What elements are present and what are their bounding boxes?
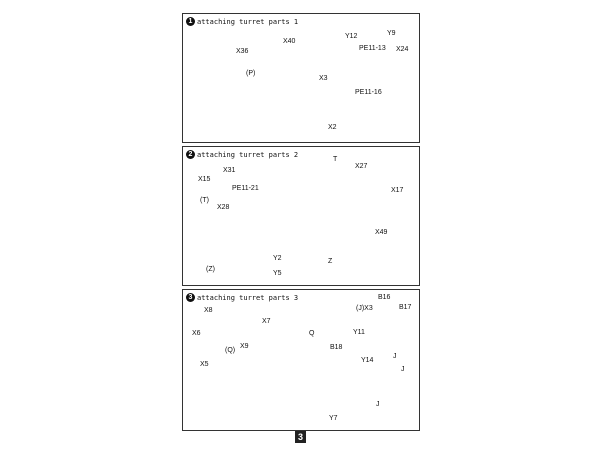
part-label: (Q) bbox=[225, 347, 236, 354]
part-label: X40 bbox=[283, 38, 296, 45]
part-label: J bbox=[393, 353, 397, 360]
part-label: X9 bbox=[240, 343, 249, 350]
step-number: 3 bbox=[186, 293, 195, 302]
part-label: X6 bbox=[192, 330, 201, 337]
part-label: J bbox=[376, 401, 380, 408]
part-label: PE11-13 bbox=[359, 45, 386, 52]
part-label: (Z) bbox=[206, 266, 215, 273]
part-label: (J)X3 bbox=[356, 305, 373, 312]
part-label: X3 bbox=[319, 75, 328, 82]
part-label: (P) bbox=[246, 70, 256, 77]
part-label: Y14 bbox=[361, 357, 374, 364]
part-label: X15 bbox=[198, 176, 211, 183]
part-label: X8 bbox=[204, 307, 213, 314]
part-label: Y11 bbox=[353, 329, 365, 336]
part-label: T bbox=[333, 156, 338, 163]
part-label: X17 bbox=[391, 187, 404, 194]
part-label: PE11-21 bbox=[232, 185, 259, 192]
part-label: B16 bbox=[378, 294, 391, 301]
part-label: X36 bbox=[236, 48, 249, 55]
page-number: 3 bbox=[295, 431, 306, 443]
step-title-text: attaching turret parts 1 bbox=[197, 17, 299, 26]
part-label: X49 bbox=[375, 229, 388, 236]
step-number: 1 bbox=[186, 17, 195, 26]
part-label: X31 bbox=[223, 167, 236, 174]
part-label: X5 bbox=[200, 361, 209, 368]
part-label: Y2 bbox=[273, 255, 282, 262]
part-label: X2 bbox=[328, 124, 337, 131]
part-label: Q bbox=[309, 330, 315, 337]
step-title-text: attaching turret parts 2 bbox=[197, 150, 299, 159]
part-label: X7 bbox=[262, 318, 271, 325]
part-label: B17 bbox=[399, 304, 412, 311]
part-label: Y9 bbox=[387, 30, 396, 37]
part-label: X28 bbox=[217, 204, 230, 211]
step-title-text: attaching turret parts 3 bbox=[197, 293, 299, 302]
part-label: X27 bbox=[355, 163, 368, 170]
part-label: Y5 bbox=[273, 270, 282, 277]
part-label: Y12 bbox=[345, 33, 358, 40]
part-label: X24 bbox=[396, 46, 409, 53]
part-label: J bbox=[401, 366, 405, 373]
part-label: (T) bbox=[200, 197, 209, 204]
part-label: Y7 bbox=[329, 415, 338, 422]
part-label: B18 bbox=[330, 344, 343, 351]
part-label: Z bbox=[328, 258, 333, 265]
step-number: 2 bbox=[186, 150, 195, 159]
part-label: PE11-16 bbox=[355, 89, 382, 96]
